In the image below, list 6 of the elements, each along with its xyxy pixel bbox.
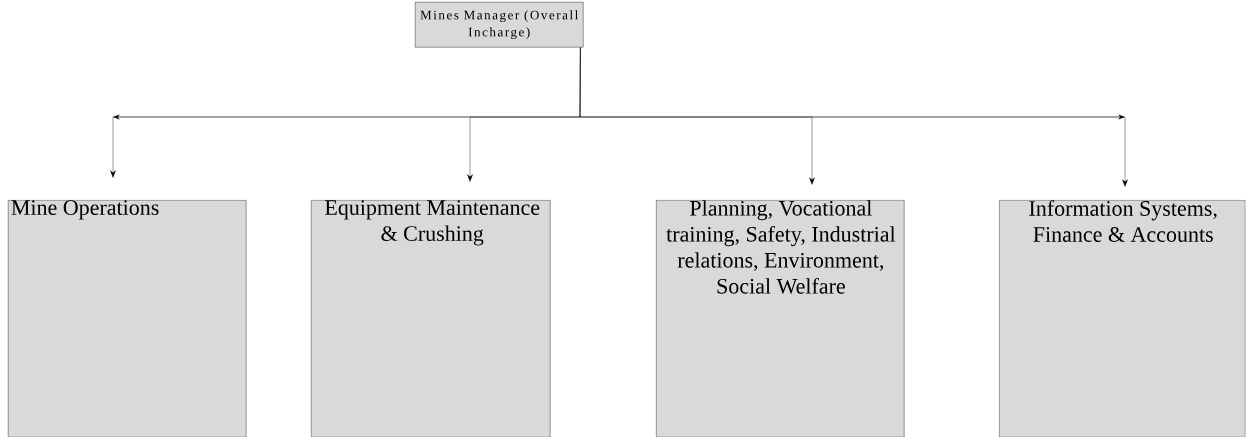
arrow <box>579 47 1128 187</box>
department-box: Mine Operations <box>8 200 247 437</box>
department-box: Planning, Vocational training, Safety, Industrial relations, Environment, Social Welfare <box>656 200 905 437</box>
department-box: Equipment Maintenance & Crushing <box>311 200 551 437</box>
department-box: Information Systems, Finance & Accounts <box>999 200 1246 437</box>
manager-box: Mines Manager (Overall Incharge) <box>415 2 584 48</box>
